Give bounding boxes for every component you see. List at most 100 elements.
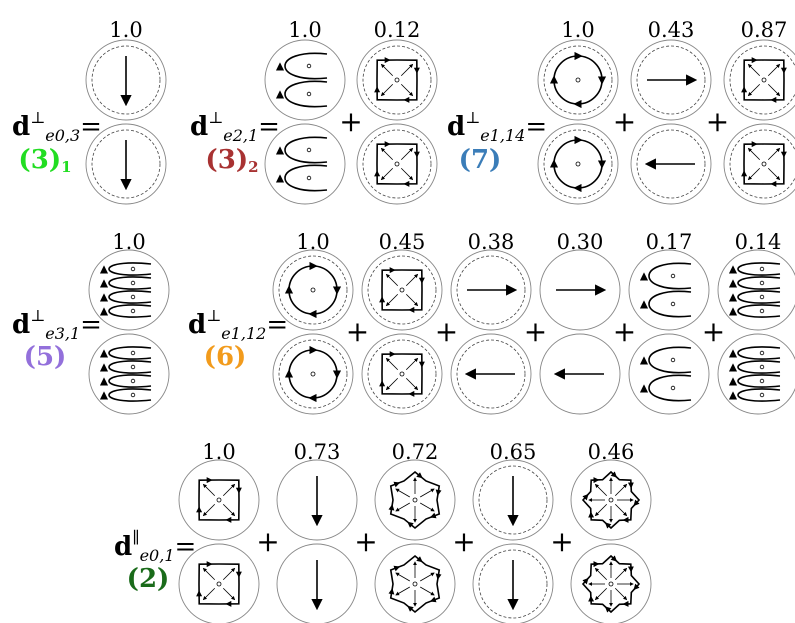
- plus-sign: +: [705, 105, 730, 138]
- mode-panel-top: [276, 459, 358, 541]
- panel-boundary: [374, 543, 456, 623]
- center-dot: [575, 77, 581, 83]
- radial-arrow: [767, 63, 781, 77]
- lobe-curve: [737, 360, 781, 374]
- center-dot: [412, 497, 418, 503]
- mode-panel-bottom: [570, 543, 652, 623]
- plus-sign: +: [550, 525, 574, 558]
- lobe-curve: [737, 304, 781, 318]
- lobe-curve: [737, 262, 781, 276]
- coefficient-label: 0.43: [647, 18, 695, 42]
- center-dot: [310, 287, 316, 293]
- equation-label-e1-12: d⊥e1,12=: [188, 308, 288, 342]
- field-subscript: e1,14: [480, 126, 526, 145]
- radial-arrow: [385, 357, 399, 371]
- radial-arrow: [767, 147, 781, 161]
- mode-panel-top: [85, 39, 167, 121]
- mode-panel-bottom: [628, 333, 710, 415]
- center-dot: [761, 161, 767, 167]
- coefficient-label: 0.87: [740, 18, 788, 42]
- panel-boundary: [276, 543, 358, 623]
- panel-boundary: [570, 543, 652, 623]
- mode-panel-bottom: [264, 123, 346, 205]
- panel-dashed-ring: [478, 465, 548, 535]
- field-superscript: ⊥: [30, 306, 46, 325]
- radial-arrow: [395, 502, 411, 512]
- lobe-curve: [737, 290, 781, 304]
- panel-boundary: [264, 39, 346, 121]
- lobe-dot: [759, 350, 765, 356]
- mode-tag-text: (3): [205, 145, 249, 175]
- panel-boundary: [472, 543, 554, 623]
- coefficient-label: 0.45: [378, 230, 426, 254]
- mode-panel-bottom: [272, 333, 354, 415]
- panel-boundary: [630, 39, 712, 121]
- mode-panel-bottom: [361, 333, 443, 415]
- mode-tag-text: (5): [23, 342, 67, 372]
- panel-boundary: [361, 249, 443, 331]
- plus-sign: +: [612, 105, 637, 138]
- mode-tag-text: (6): [203, 342, 247, 372]
- equation-label-e3-1: d⊥e3,1=: [12, 308, 102, 342]
- mode-panel-top: [272, 249, 354, 331]
- plus-sign: +: [256, 525, 280, 558]
- center-dot: [608, 497, 614, 503]
- radial-arrow: [405, 293, 419, 307]
- panel-boundary: [450, 249, 532, 331]
- center-dot: [399, 371, 405, 377]
- panel-dashed-ring: [729, 45, 795, 115]
- panel-boundary: [537, 123, 619, 205]
- radial-arrow: [594, 587, 608, 601]
- radial-arrow: [202, 567, 216, 581]
- panel-boundary: [723, 39, 795, 121]
- field-subscript: e3,1: [45, 324, 81, 343]
- coefficient-label: 1.0: [296, 230, 330, 254]
- coefficient-label: 0.14: [734, 230, 782, 254]
- lobe-curve: [284, 164, 328, 192]
- mode-tag-e0-3: (3)1: [18, 147, 71, 175]
- radial-arrow: [594, 567, 608, 581]
- radial-arrow: [395, 488, 411, 498]
- radial-arrow: [222, 567, 236, 581]
- center-dot: [394, 161, 400, 167]
- edge-arrow: [633, 499, 640, 507]
- lobe-curve: [108, 360, 152, 374]
- edge-arrow: [407, 521, 414, 528]
- panel-boundary: [630, 123, 712, 205]
- radial-arrow: [419, 502, 435, 512]
- panel-boundary: [570, 459, 652, 541]
- radial-arrow: [400, 167, 414, 181]
- radial-arrow: [385, 377, 399, 391]
- center-dot: [216, 581, 222, 587]
- field-symbol: d: [190, 112, 209, 142]
- lobe-curve: [108, 262, 152, 276]
- lobe-dot: [759, 378, 765, 384]
- edge-arrow: [610, 555, 618, 562]
- panel-dashed-ring: [636, 45, 706, 115]
- mode-tag-text: (2): [126, 564, 170, 594]
- panel-boundary: [272, 249, 354, 331]
- coefficient-label: 0.38: [467, 230, 515, 254]
- radial-arrow: [395, 586, 411, 596]
- edge-arrow: [435, 489, 442, 496]
- radial-arrow: [202, 483, 216, 497]
- field-superscript: ∥: [132, 528, 140, 547]
- panel-boundary: [264, 123, 346, 205]
- edge-arrow: [582, 493, 589, 501]
- lobe-dot: [759, 308, 765, 314]
- lobe-dot: [130, 350, 136, 356]
- lobe-curve: [648, 290, 692, 318]
- radial-arrow: [614, 567, 628, 581]
- mode-panel-bottom: [178, 543, 260, 623]
- lobe-dot: [670, 273, 676, 279]
- radial-arrow: [202, 503, 216, 517]
- radial-arrow: [385, 273, 399, 287]
- equals-sign: =: [525, 112, 548, 142]
- plus-sign: +: [434, 315, 459, 348]
- edge-arrow: [610, 471, 618, 478]
- edge-arrow: [393, 481, 401, 488]
- panel-dashed-ring: [278, 255, 348, 325]
- radial-arrow: [747, 83, 761, 97]
- panel-boundary: [356, 39, 438, 121]
- field-subscript: e1,12: [221, 324, 267, 343]
